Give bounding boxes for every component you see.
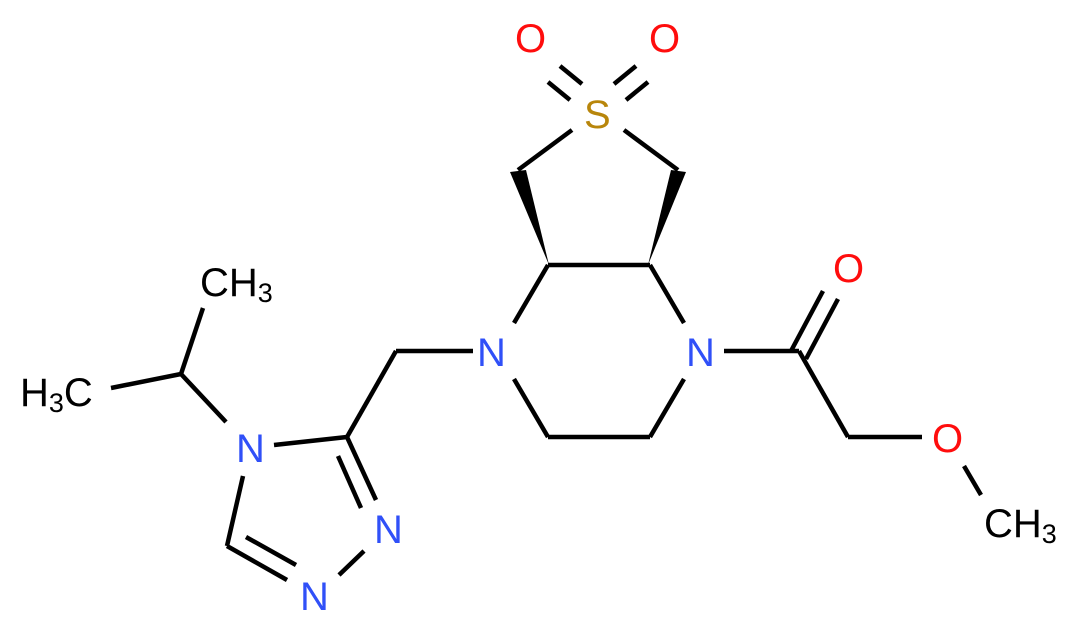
bond-s-ch2-left [516,128,574,172]
bond-c3-n2-a [344,436,379,501]
atom-n-piperazine-left: N [477,331,506,375]
bonds [110,64,983,582]
bond-s-o-left-2 [558,64,584,86]
atom-n1-triazole: N [300,575,329,619]
bond-ch-ch3-left [110,371,182,391]
atom-o-ether: O [932,417,963,461]
bond-c7a-n [648,263,686,325]
atom-n4-triazole: N [236,427,265,471]
bond-c-o-double-2 [804,297,840,361]
atom-labels: O O S N N O O CH3 CH3 H3C N N N [20,17,1057,619]
bond-n-left-ch2 [512,377,550,439]
atom-s: S [584,93,611,137]
bond-c4a-n [512,263,550,325]
atom-h3c-isopropyl-left: H3C [20,371,93,418]
atom-ch3-isopropyl-top: CH3 [200,261,273,308]
atom-n2-triazole: N [374,508,403,552]
bond-s-ch2-right [622,128,680,172]
bond-n2-n1 [337,549,366,577]
bond-linker-triazole [345,349,398,439]
atom-n-piperazine-right: N [686,331,715,375]
bond-s-o-right-1 [612,64,638,86]
atom-ch3-methoxy: CH3 [984,502,1057,549]
bond-c3-n2-b [335,455,364,509]
bond-s-o-left-1 [546,80,572,102]
bond-c-ch2 [797,349,850,439]
bond-c5-n4 [224,475,246,547]
atom-o-sulfonyl-left: O [515,17,546,61]
wedge-bond-right [648,170,686,265]
atom-o-sulfonyl-right: O [649,17,680,61]
bond-ch-ch3-top [178,307,206,375]
bond-n4-c3 [273,434,348,448]
bond-n1-c5-a [225,544,289,582]
bond-n1-c5-b [244,535,298,567]
bond-ch2-n-right [648,377,686,439]
bond-o-ch3 [962,464,983,497]
bond-n4-ch [179,372,228,424]
atom-o-carbonyl: O [833,247,864,291]
bond-s-o-right-2 [624,80,650,102]
bond-c-o-double-1 [789,289,825,353]
wedge-bond-left [510,170,549,265]
